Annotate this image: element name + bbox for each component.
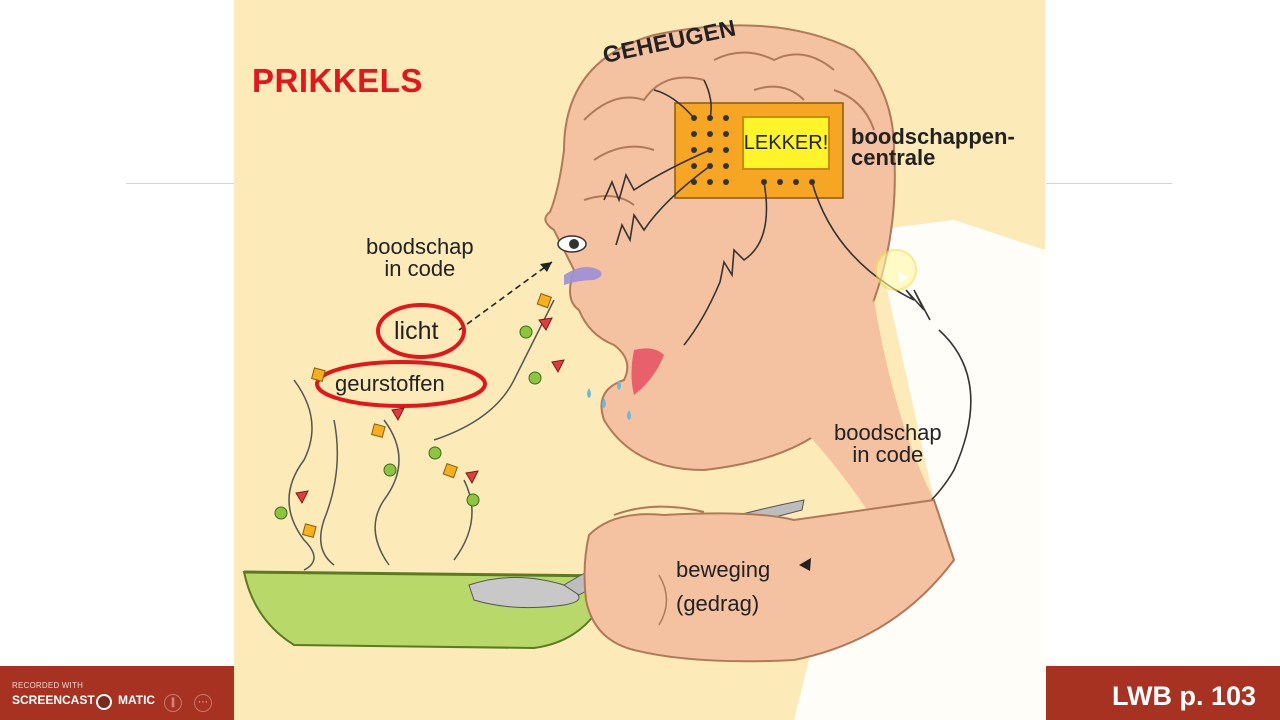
label-geurstoffen: geurstoffen [335,371,445,396]
label-centrale-line2: centrale [851,145,936,170]
illustration [242,24,1045,720]
watermark-brand-left: SCREENCAST [12,693,95,707]
record-icon [96,694,112,710]
label-code-top-line2: in code [384,256,456,281]
label-centrale: boodschappen- centrale [851,124,1015,170]
footer-bar-right [1046,666,1280,720]
label-code-right: boodschap in code [834,422,942,466]
divider-left [126,183,234,184]
label-lekker: LEKKER! [742,116,830,170]
label-code-top: boodschap in code [366,236,474,280]
label-licht: licht [394,317,439,345]
watermark-brand-right: MATIC [118,693,156,707]
slide-canvas: PRIKKELS GEHEUGEN LEKKER! boodschappen- … [234,0,1045,720]
pause-icon[interactable]: ‖ [164,694,182,712]
label-code-right-line2: in code [852,442,924,467]
label-code-right-line1: boodschap [834,420,942,445]
more-icon[interactable]: ⋯ [194,694,212,712]
label-centrale-line1: boodschappen- [851,124,1015,149]
divider-right [1046,183,1172,184]
label-beweging-line1: beweging [676,557,771,582]
label-code-top-line1: boodschap [366,234,474,259]
label-beweging: beweging (gedrag) [676,553,770,621]
footer-bar-left [0,666,234,720]
label-beweging-line2: (gedrag) [676,591,760,616]
page-reference: LWB p. 103 [1112,681,1257,711]
recorder-watermark: RECORDED WITH SCREENCAST MATIC ‖ ⋯ [0,678,234,720]
watermark-recorded-with: RECORDED WITH [12,681,84,690]
slide-title: PRIKKELS [252,62,423,99]
